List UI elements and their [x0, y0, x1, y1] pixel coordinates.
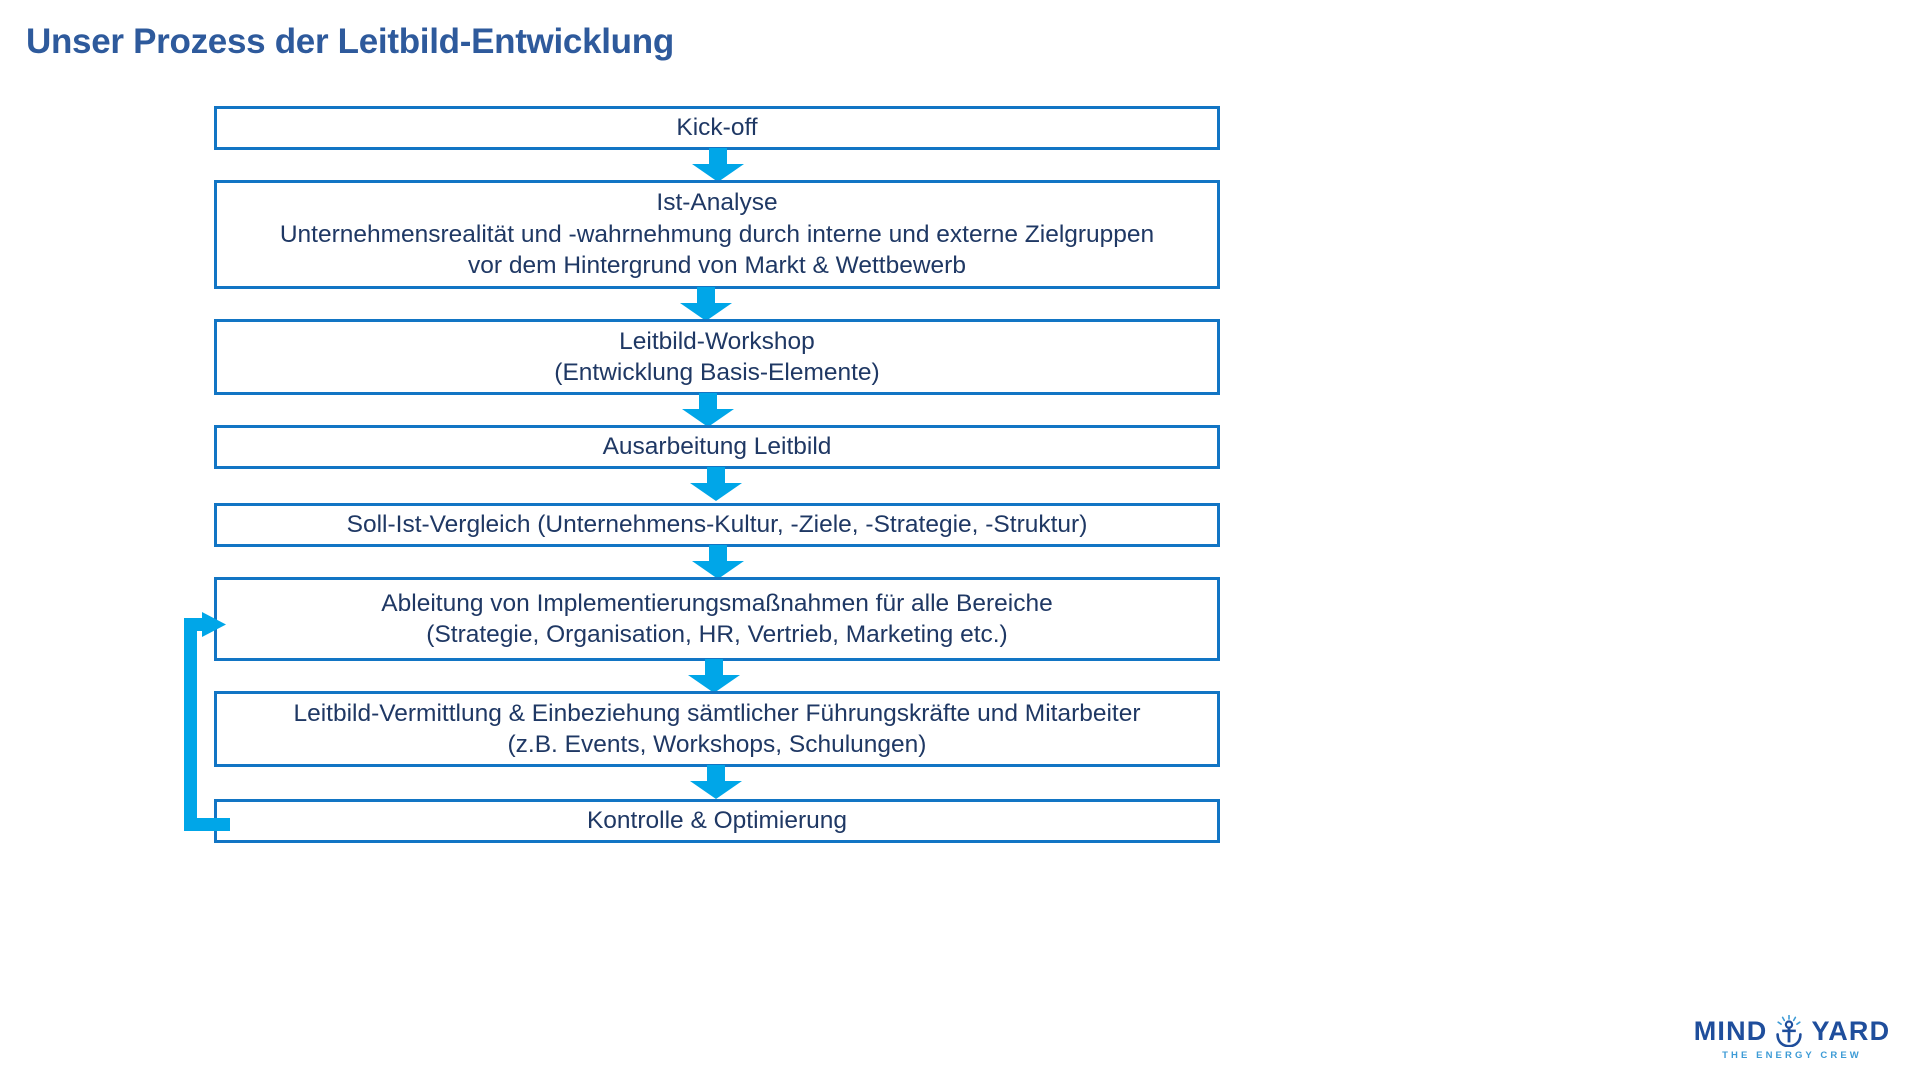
flow-connector-arrow-1	[692, 148, 744, 182]
flow-connector-arrow-3	[682, 393, 734, 427]
flow-node-leitbild-workshop[interactable]: Leitbild-Workshop (Entwicklung Basis-Ele…	[214, 319, 1220, 395]
flow-connector-arrow-6	[688, 659, 740, 693]
flow-connector-arrow-2	[680, 287, 732, 321]
flow-node-soll-ist-vergleich[interactable]: Soll-Ist-Vergleich (Unternehmens-Kultur,…	[214, 503, 1220, 547]
flow-node-kick-off[interactable]: Kick-off	[214, 106, 1220, 150]
flow-node-ausarbeitung-leitbild[interactable]: Ausarbeitung Leitbild	[214, 425, 1220, 469]
page-title: Unser Prozess der Leitbild-Entwicklung	[26, 22, 674, 61]
feedback-loop-arrow	[176, 596, 286, 836]
logo-word-left: MIND	[1693, 1015, 1768, 1046]
flow-connector-arrow-4	[690, 467, 742, 501]
flow-node-leitbild-vermittlung[interactable]: Leitbild-Vermittlung & Einbeziehung sämt…	[214, 691, 1220, 767]
anchor-icon	[1776, 1015, 1803, 1047]
flow-node-kontrolle-optimierung[interactable]: Kontrolle & Optimierung	[214, 799, 1220, 843]
flow-node-ist-analyse[interactable]: Ist-Analyse Unternehmensrealität und -wa…	[214, 180, 1220, 289]
logo-word-right: YARD	[1811, 1015, 1891, 1046]
flow-connector-arrow-5	[692, 545, 744, 579]
logo-tagline: THE ENERGY CREW	[1722, 1050, 1862, 1061]
flow-node-ableitung-implementierungsmassnahmen[interactable]: Ableitung von Implementierungsmaßnahmen …	[214, 577, 1220, 661]
brand-logo: MIND YARD THE ENE	[1692, 1015, 1892, 1061]
flow-connector-arrow-7	[690, 765, 742, 799]
logo-wordmark: MIND YARD	[1692, 1015, 1892, 1047]
